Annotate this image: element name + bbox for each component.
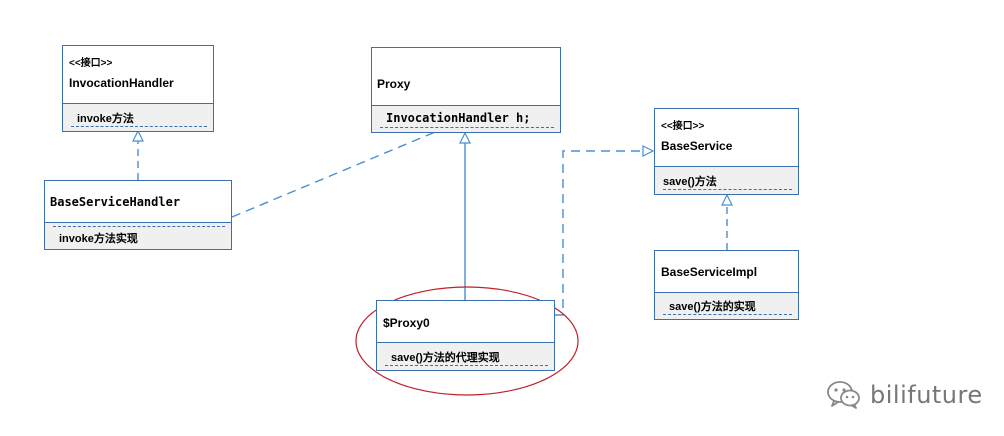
wechat-icon <box>827 381 860 409</box>
class-header: BaseServiceHandler <box>45 181 231 223</box>
class-members: invoke方法实现 <box>45 223 231 249</box>
member-label: save()方法的代理实现 <box>391 352 500 364</box>
member-divider <box>385 365 548 366</box>
member-label: save()方法 <box>663 176 717 188</box>
class-name: BaseService <box>661 139 733 153</box>
highlight-ellipse <box>355 286 579 396</box>
class-members: invoke方法 <box>63 104 213 131</box>
class-name: BaseServiceHandler <box>50 195 181 209</box>
class-name: InvocationHandler <box>69 76 174 90</box>
member-divider <box>663 314 792 315</box>
member-divider <box>663 189 792 190</box>
class-header: Proxy <box>372 48 560 106</box>
class-invocation-handler: <<接口>> InvocationHandler invoke方法 <box>62 45 214 132</box>
class-members: save()方法的实现 <box>655 293 798 319</box>
class-proxy: Proxy InvocationHandler h; <box>371 47 561 133</box>
member-label: InvocationHandler h; <box>386 111 531 125</box>
class-name: Proxy <box>377 77 411 91</box>
class-header: $Proxy0 <box>377 301 554 343</box>
member-label: invoke方法 <box>77 113 134 125</box>
stereotype-label: <<接口>> <box>661 121 705 132</box>
member-divider-top <box>53 226 225 227</box>
class-base-service-impl: BaseServiceImpl save()方法的实现 <box>654 250 799 320</box>
class-name: BaseServiceImpl <box>661 265 758 279</box>
class-header: <<接口>> InvocationHandler <box>63 46 213 104</box>
class-members: save()方法 <box>655 167 798 194</box>
stereotype-label: <<接口>> <box>69 58 113 69</box>
class-members: save()方法的代理实现 <box>377 343 554 370</box>
class-header: BaseServiceImpl <box>655 251 798 293</box>
class-name: $Proxy0 <box>383 316 430 330</box>
watermark-text: bilifuture <box>870 381 983 409</box>
class-header: <<接口>> BaseService <box>655 109 798 167</box>
member-divider <box>71 126 207 127</box>
member-label: invoke方法实现 <box>59 233 138 245</box>
edge-handler-to-proxy <box>231 129 441 218</box>
watermark: bilifuture <box>826 378 983 412</box>
class-members: InvocationHandler h; <box>372 106 560 132</box>
member-label: save()方法的实现 <box>669 301 756 313</box>
edge-proxy0-realizes-baseservice <box>555 151 653 316</box>
class-base-service-handler: BaseServiceHandler invoke方法实现 <box>44 180 232 250</box>
member-divider <box>380 127 554 128</box>
class-proxy0: $Proxy0 save()方法的代理实现 <box>376 300 555 371</box>
class-base-service: <<接口>> BaseService save()方法 <box>654 108 799 195</box>
